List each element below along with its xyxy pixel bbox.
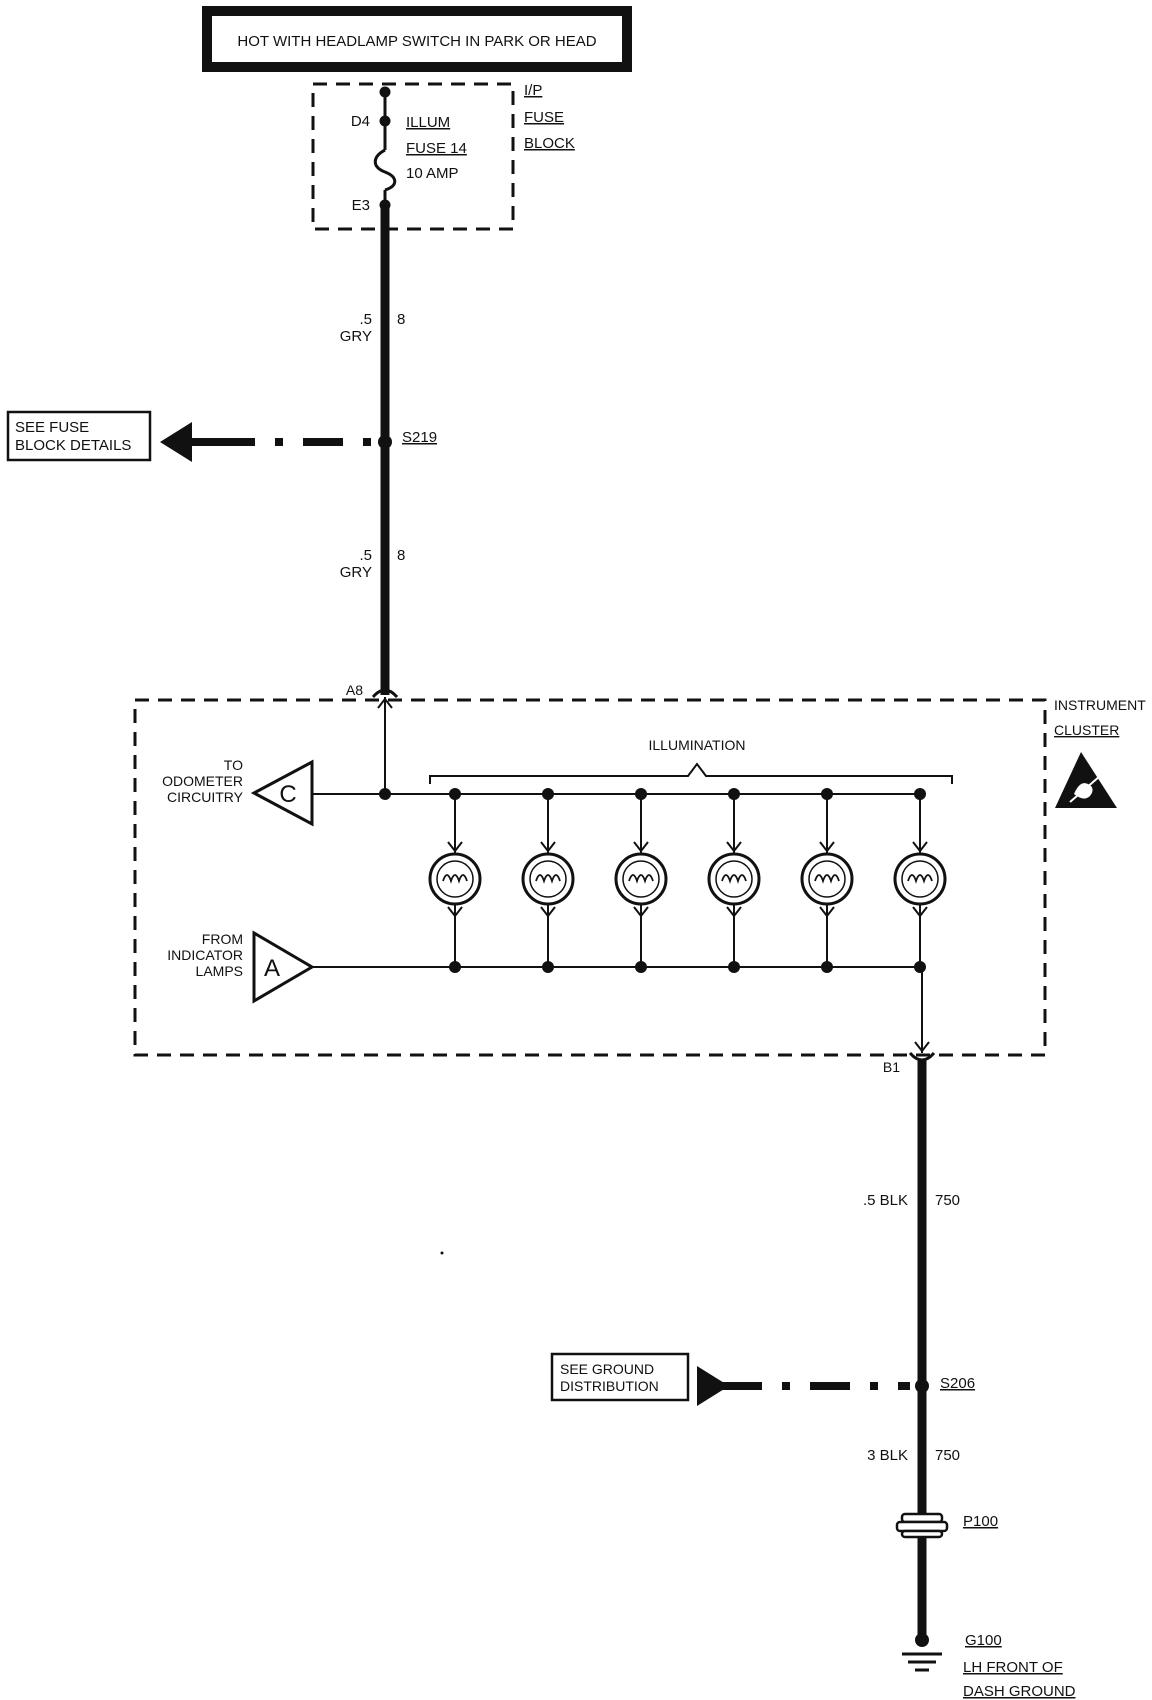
instrument-cluster: INSTRUMENT CLUSTER A8 ILLUMINATION C TO … (133, 682, 1146, 1075)
ref-ground-line-2: DISTRIBUTION (560, 1378, 659, 1394)
stray-dot (440, 1251, 444, 1255)
wire-top-1-size: .5 (359, 311, 372, 328)
ground-g100-line-2: DASH GROUND (963, 1683, 1076, 1700)
indicator-line-2: INDICATOR (167, 947, 243, 963)
wire-blk-750: .5 BLK 750 3 BLK 750 (863, 1060, 960, 1640)
wire-top-2-size: .5 (359, 547, 372, 564)
wire-gry-8: .5 GRY 8 .5 GRY 8 (340, 205, 405, 695)
connector-p100: P100 (895, 1512, 998, 1539)
ref-fuse-details-line-2: BLOCK DETAILS (15, 437, 131, 454)
fuse-symbol (373, 148, 397, 192)
fuse-block-label-1: I/P (524, 82, 542, 99)
indicator-line-1: FROM (202, 931, 243, 947)
lamp-bulb-icon (521, 794, 575, 967)
ground-g100-label: G100 (965, 1632, 1002, 1649)
wire-top-1-circuit: 8 (397, 311, 405, 328)
odometer-line-3: CIRCUITRY (167, 789, 244, 805)
fuse-block: D4 E3 ILLUM FUSE 14 10 AMP I/P FUSE BLOC… (311, 82, 575, 231)
wire-top-2-circuit: 8 (397, 547, 405, 564)
ref-fuse-details: SEE FUSE BLOCK DETAILS (6, 410, 152, 462)
connector-a8 (371, 688, 399, 699)
fuse-block-label-3: BLOCK (524, 135, 575, 152)
fuse-pin-e3-label: E3 (352, 197, 370, 214)
ref-ground-distribution: SEE GROUND DISTRIBUTION (550, 1352, 690, 1402)
return-junction-dot (635, 961, 647, 973)
splice-s206-label: S206 (940, 1375, 975, 1392)
header-box: HOT WITH HEADLAMP SWITCH IN PARK OR HEAD (202, 6, 632, 72)
indicator-connector: A FROM INDICATOR LAMPS (167, 930, 315, 1004)
return-junction-dot (914, 961, 926, 973)
splice-s219-label: S219 (402, 429, 437, 446)
ground-g100: G100 LH FRONT OF DASH GROUND (902, 1632, 1076, 1700)
bus-junction-dot (635, 788, 647, 800)
lamp-bulb-icon (893, 794, 947, 967)
lamp-bulb-icon (614, 794, 668, 967)
ref-fuse-details-line-1: SEE FUSE (15, 419, 89, 436)
cluster-label-1: INSTRUMENT (1054, 697, 1146, 713)
esd-warning-icon (1055, 752, 1117, 808)
lamp-bulb-icon (800, 794, 854, 967)
illumination-lamps (428, 788, 947, 973)
bus-junction-dot (914, 788, 926, 800)
wire-bottom-1-size: .5 BLK (863, 1192, 908, 1209)
splice-s219: S219 (160, 422, 437, 462)
wire-bottom-1-circuit: 750 (935, 1192, 960, 1209)
connector-p100-label: P100 (963, 1513, 998, 1530)
wire-bottom-2-size: 3 BLK (867, 1447, 908, 1464)
wire-top-2-color: GRY (340, 564, 372, 581)
illumination-label: ILLUMINATION (649, 737, 746, 753)
header-text: HOT WITH HEADLAMP SWITCH IN PARK OR HEAD (237, 33, 596, 50)
wire-bottom-2-circuit: 750 (935, 1447, 960, 1464)
bus-junction-dot (728, 788, 740, 800)
splice-s206: S206 (697, 1366, 975, 1406)
cluster-label-2: CLUSTER (1054, 722, 1119, 738)
wire-top-1-color: GRY (340, 328, 372, 345)
indicator-line-3: LAMPS (196, 963, 243, 979)
connector-a8-label: A8 (346, 682, 363, 698)
ground-g100-line-1: LH FRONT OF (963, 1659, 1063, 1676)
return-junction-dot (449, 961, 461, 973)
odometer-line-1: TO (224, 757, 243, 773)
arrow-right-icon (697, 1366, 729, 1406)
bus-junction-dot (821, 788, 833, 800)
indicator-letter: A (264, 955, 280, 982)
return-junction-dot (728, 961, 740, 973)
ref-ground-line-1: SEE GROUND (560, 1361, 654, 1377)
odometer-line-2: ODOMETER (162, 773, 243, 789)
fuse-block-label-2: FUSE (524, 109, 564, 126)
fuse-name-line-1: ILLUM (406, 114, 450, 131)
fuse-name-line-2: FUSE 14 (406, 140, 467, 157)
bus-junction-dot (449, 788, 461, 800)
return-junction-dot (821, 961, 833, 973)
bus-junction-dot (542, 788, 554, 800)
arrow-left-icon (160, 422, 192, 462)
lamp-bulb-icon (428, 794, 482, 967)
odometer-connector: C TO ODOMETER CIRCUITRY (162, 757, 314, 827)
odometer-letter: C (279, 781, 296, 808)
illumination-brace (429, 762, 953, 784)
connector-b1-label: B1 (883, 1059, 900, 1075)
return-junction-dot (542, 961, 554, 973)
lamp-bulb-icon (707, 794, 761, 967)
fuse-pin-d4-label: D4 (351, 113, 370, 130)
fuse-name-line-3: 10 AMP (406, 165, 459, 182)
